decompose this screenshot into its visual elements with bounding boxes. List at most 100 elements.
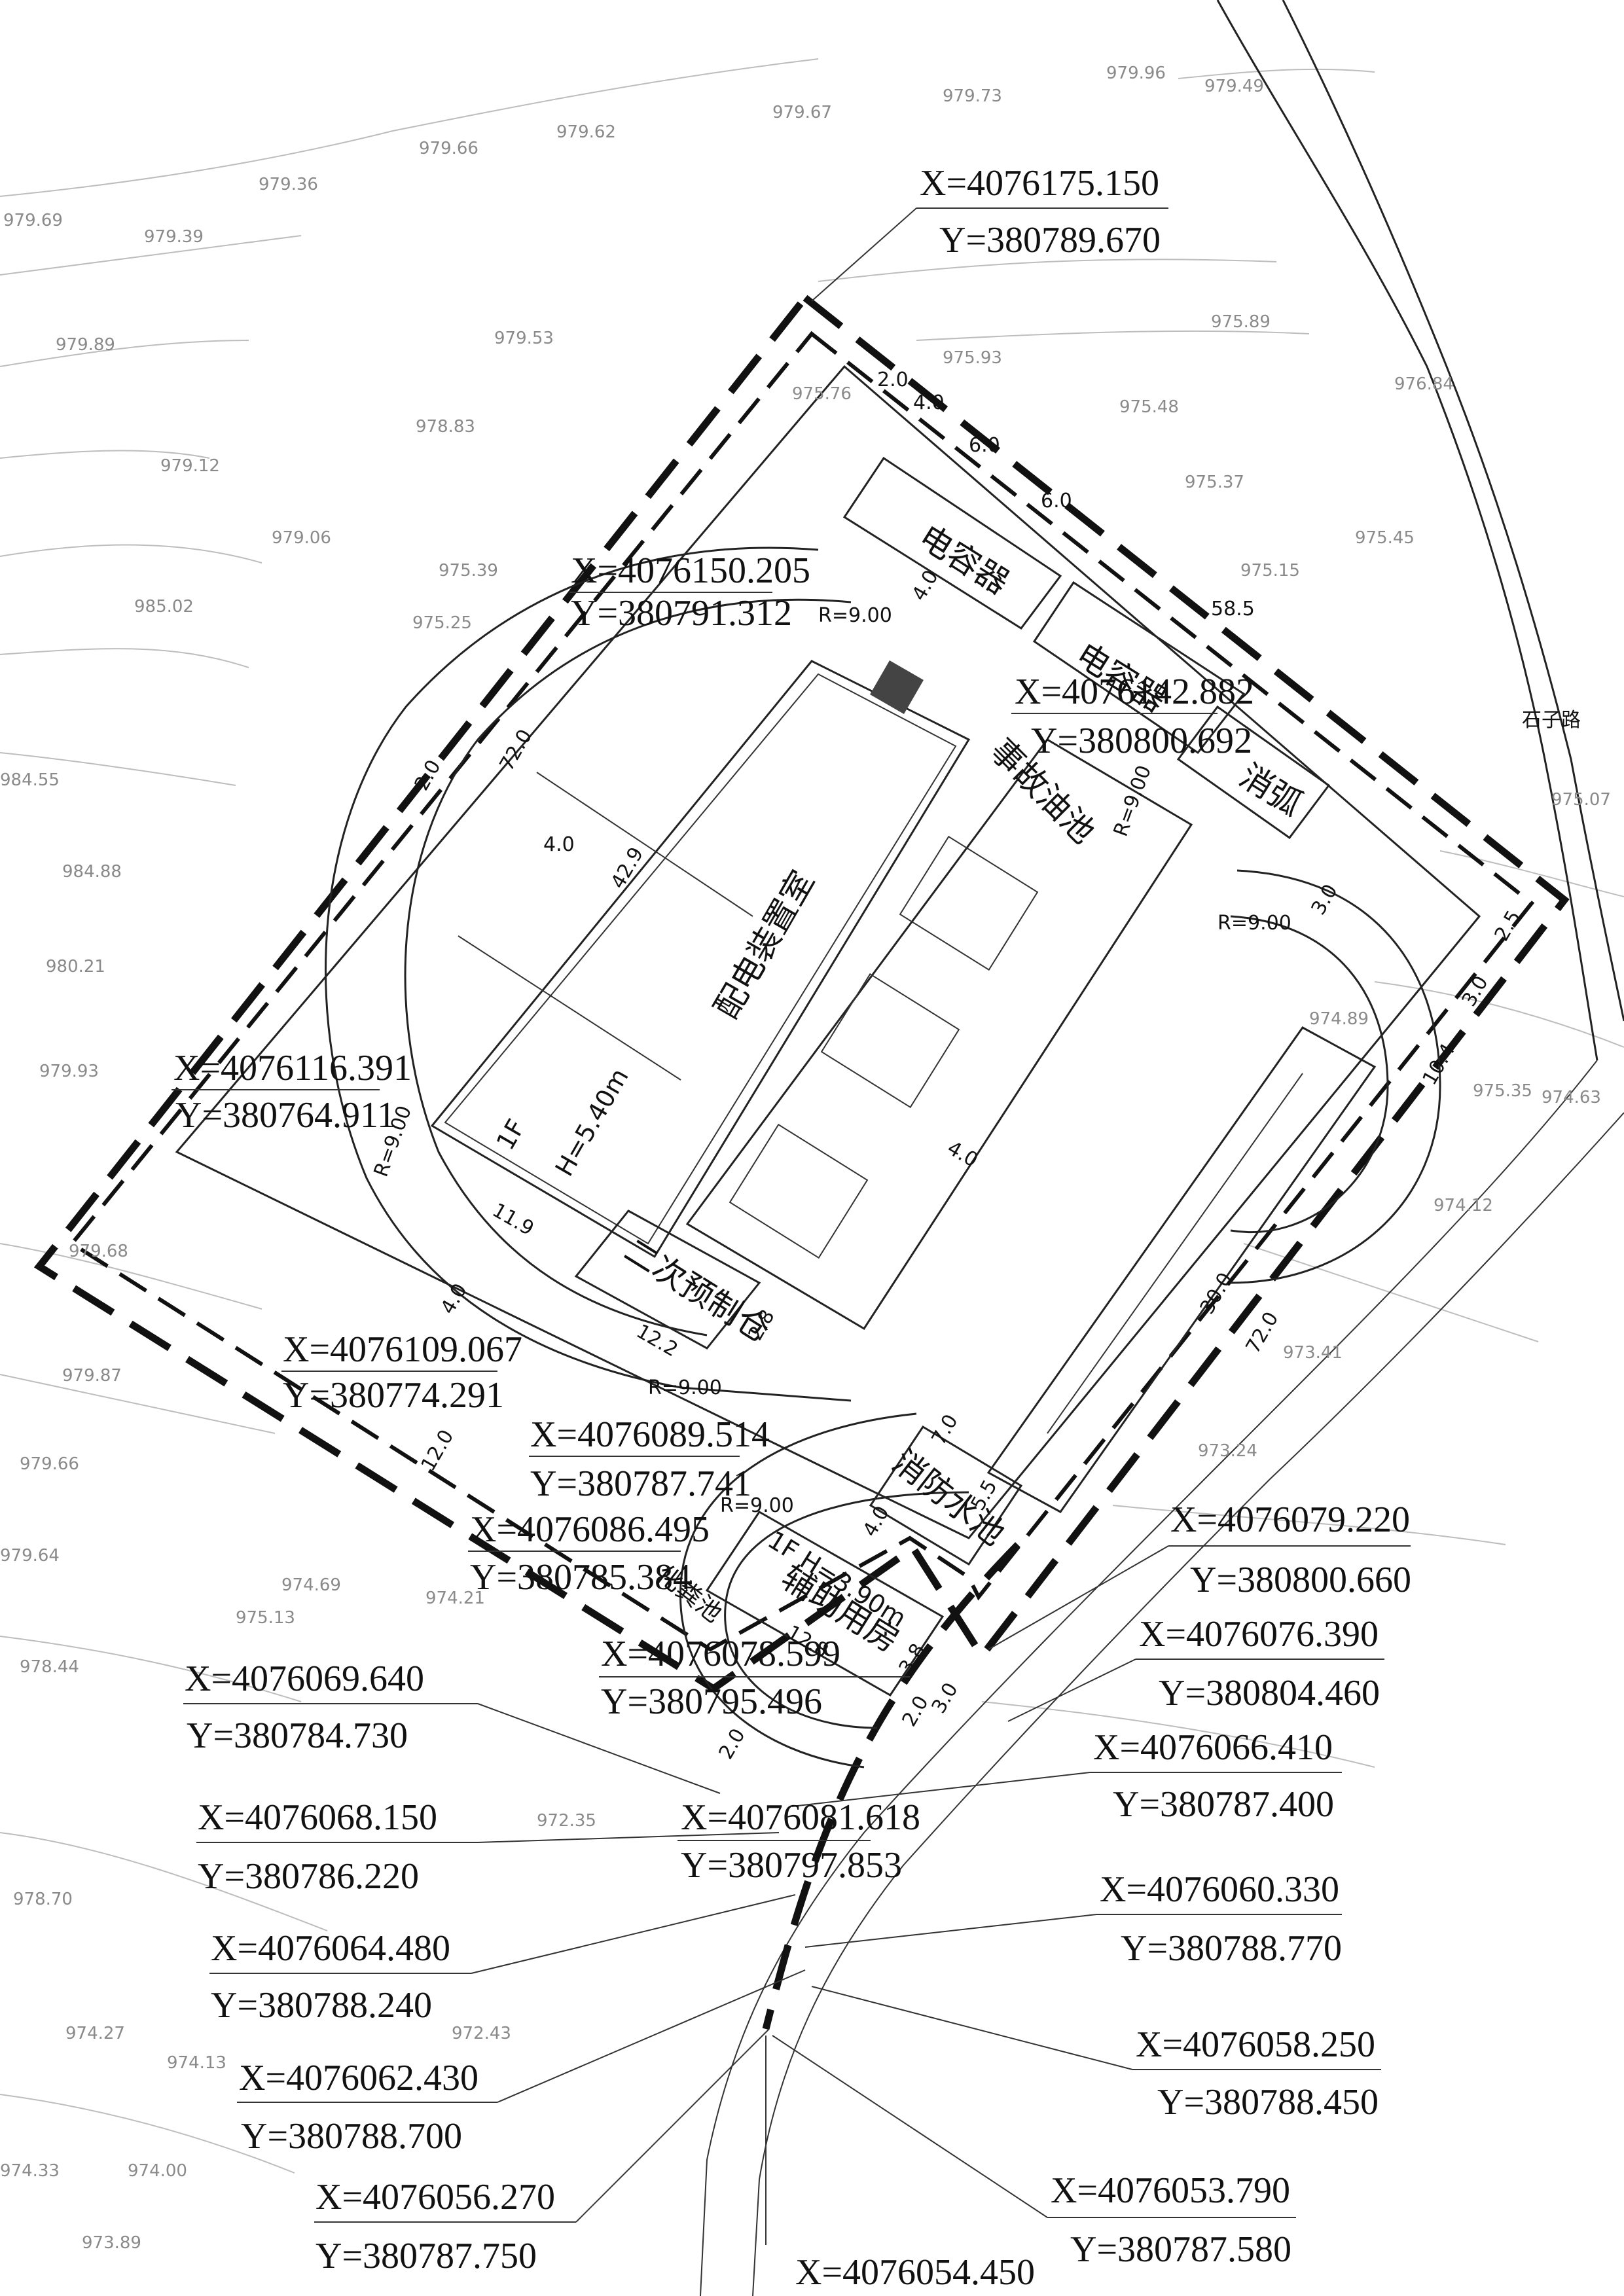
coord-20: X=4076053.790 Y=380787.580 [772, 2035, 1296, 2270]
coord-18: X=4076062.430 Y=380788.700 [237, 1969, 806, 2157]
elevation-label: 979.69 [3, 211, 63, 230]
fire-pool [869, 1425, 1023, 1566]
elevation-label: 984.55 [0, 770, 60, 790]
coord-11: X=4076069.640 Y=380784.730 [183, 1659, 721, 1794]
radius-label: R=9.00 [818, 604, 892, 627]
coord-y: Y=380797.853 [681, 1845, 902, 1886]
coord-y: Y=380785.384 [470, 1557, 691, 1598]
elevation-label: 975.39 [439, 561, 498, 581]
coord-y: Y=380784.730 [187, 1715, 408, 1756]
coord-6: X=4076089.514 Y=380787.741 [529, 1414, 770, 1504]
elevation-label: 974.69 [281, 1575, 341, 1595]
coord-x: X=4076078.599 [601, 1634, 840, 1674]
coord-x: X=4076066.410 [1093, 1727, 1333, 1768]
coord-x: X=4076060.330 [1100, 1869, 1339, 1910]
coord-x: X=4076076.390 [1139, 1614, 1379, 1655]
elevation-label: 975.45 [1355, 528, 1415, 548]
coord-7: X=4076086.495 Y=380785.384 [468, 1509, 710, 1598]
dimension-label: 4.0 [908, 566, 943, 605]
arc-building [1176, 705, 1331, 840]
coord-y: Y=380804.460 [1159, 1673, 1380, 1713]
dimension-label: 4.0 [543, 833, 575, 856]
dimension-label: 30.0 [1196, 1269, 1238, 1318]
coord-2: X=4076150.205 Y=380791.312 [569, 550, 810, 634]
coord-x: X=4076054.450 [795, 2252, 1035, 2293]
terrain-contours [0, 58, 1624, 2174]
radius-label: R=9.00 [1110, 762, 1156, 840]
dimension-label: 58.5 [1211, 598, 1255, 620]
dimension-label: 4.0 [859, 1502, 894, 1541]
coord-y: Y=380788.240 [211, 1985, 432, 2026]
dimension-label: 3.0 [1307, 880, 1343, 919]
coord-y: Y=380786.220 [198, 1856, 419, 1897]
coord-x: X=4076150.205 [571, 550, 810, 591]
coord-y: Y=380789.670 [939, 220, 1161, 260]
road-lines [700, 0, 1624, 2296]
elevation-label: 979.62 [556, 122, 616, 142]
elevation-label: 978.83 [416, 417, 475, 437]
dimension-label: 6.0 [969, 434, 1000, 457]
coord-19: X=4076056.270 Y=380787.750 [314, 2028, 770, 2276]
coord-x: X=4076053.790 [1051, 2170, 1290, 2211]
coord-3: X=4076142.882 Y=380800.692 [1011, 672, 1254, 761]
coord-y: Y=380788.700 [241, 2116, 462, 2157]
coord-y: Y=380800.660 [1190, 1560, 1411, 1600]
transformer-area [685, 738, 1193, 1331]
elevation-label: 979.12 [160, 456, 220, 476]
coord-21: X=4076054.450 [765, 2036, 1035, 2293]
elevation-label: 979.89 [56, 335, 115, 355]
distribution-building [430, 660, 971, 1259]
elevation-label: 979.66 [20, 1454, 79, 1474]
elevation-label: 979.67 [772, 103, 832, 122]
coord-y: Y=380787.580 [1070, 2229, 1291, 2270]
coord-y: Y=380788.770 [1121, 1928, 1342, 1969]
coord-y: Y=380800.692 [1031, 721, 1252, 761]
coordinate-labels: X=4076175.150 Y=380789.670 X=4076150.205… [171, 163, 1411, 2293]
elevation-label: 979.36 [259, 175, 318, 194]
elevation-label: 975.37 [1185, 473, 1244, 492]
equipment-rack [986, 1026, 1377, 1513]
elevation-label: 979.87 [62, 1366, 122, 1386]
coord-5: X=4076109.067 Y=380774.291 [281, 1329, 522, 1416]
elevation-label: 974.21 [425, 1588, 485, 1608]
label-arc-suppression: 消弧 [1233, 757, 1309, 823]
elevation-label: 975.48 [1119, 397, 1179, 417]
elevation-label: 973.89 [82, 2233, 141, 2253]
elevation-label: 976.84 [1394, 374, 1454, 394]
elevation-label: 979.66 [419, 139, 478, 158]
coord-x: X=4076079.220 [1170, 1499, 1410, 1540]
elevation-label: 975.89 [1211, 312, 1271, 332]
elevation-label: 974.12 [1434, 1196, 1493, 1215]
coord-13: X=4076081.618 Y=380797.853 [677, 1797, 920, 1886]
elevation-label: 979.64 [0, 1546, 60, 1566]
elevation-label: 972.43 [452, 2024, 511, 2043]
elevation-label: 975.07 [1551, 790, 1611, 810]
coord-y: Y=380791.312 [571, 593, 792, 634]
label-distribution-floor: 1F [491, 1115, 531, 1155]
elevation-label: 974.27 [65, 2024, 125, 2043]
elevation-label: 975.76 [792, 384, 852, 404]
coord-12: X=4076066.410 Y=380787.400 [791, 1727, 1342, 1825]
coord-y: Y=380764.911 [175, 1095, 395, 1136]
label-distribution: 配电装置室 [707, 864, 821, 1025]
elevation-label: 975.35 [1473, 1081, 1532, 1101]
capacitor-building-2 [1032, 581, 1246, 755]
elevation-label: 979.73 [943, 86, 1002, 106]
dimension-label: 2.0 [877, 368, 909, 391]
elevation-label: 975.25 [412, 613, 472, 633]
elevation-label: 979.39 [144, 227, 204, 247]
site-boundary [33, 293, 1570, 2030]
hatched-block [870, 660, 924, 714]
elevation-label: 979.96 [1106, 63, 1166, 83]
elevation-label: 973.24 [1198, 1441, 1257, 1461]
inner-fence [175, 365, 1481, 1539]
coord-x: X=4076058.250 [1136, 2024, 1375, 2065]
elevation-label: 975.15 [1240, 561, 1300, 581]
coord-15: X=4076060.330 Y=380788.770 [804, 1869, 1342, 1969]
coord-x: X=4076109.067 [283, 1329, 522, 1370]
dimension-label: 2.0 [898, 1692, 933, 1731]
radius-label: R=9.00 [648, 1376, 722, 1399]
coord-x: X=4076086.495 [470, 1509, 710, 1550]
coord-8: X=4076079.220 Y=380800.660 [988, 1499, 1411, 1650]
coord-y: Y=380774.291 [283, 1375, 504, 1416]
